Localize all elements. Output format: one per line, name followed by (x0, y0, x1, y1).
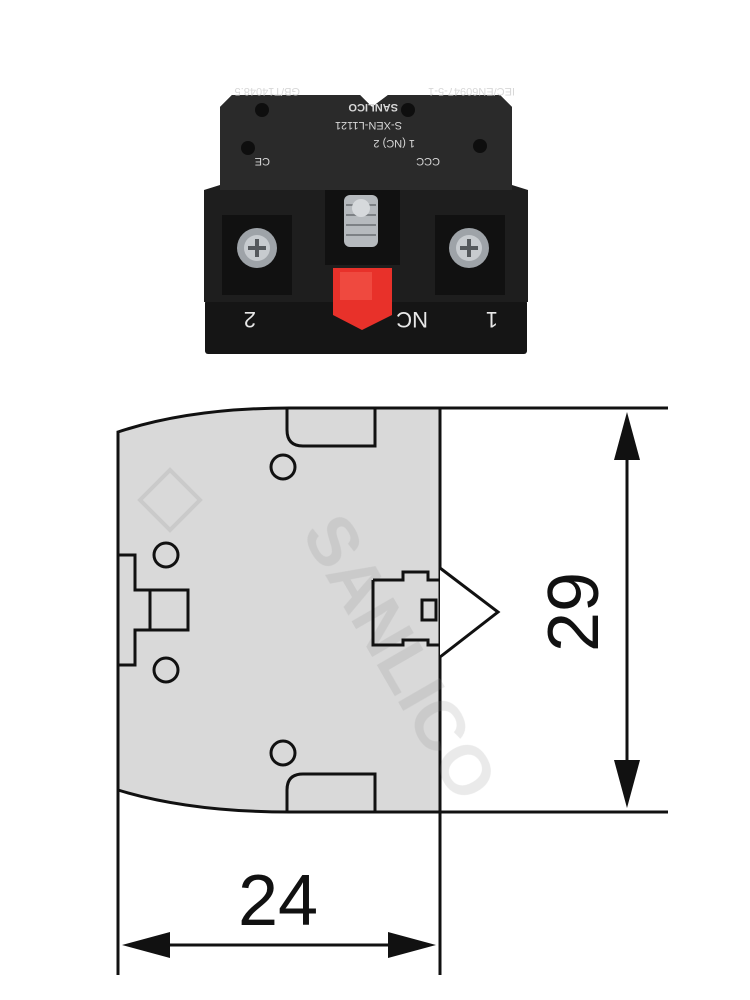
bottom-notch (285, 772, 377, 812)
printed-standard-right: IEC/EN60947-5-1 (428, 85, 515, 97)
product-photo: CCC CE 1 (NC) 2 S-XEN-L1121 SANLICO IEC/… (204, 85, 528, 354)
height-dimension-label: 29 (534, 572, 614, 652)
terminal-label-2: 2 (244, 307, 256, 332)
mount-hole-icon (473, 139, 487, 153)
arrow-down-icon (614, 760, 640, 808)
mount-hole-icon (255, 103, 269, 117)
plunger-triangle (439, 566, 501, 659)
mount-hole-icon (401, 103, 415, 117)
arrow-right-icon (388, 932, 436, 958)
printed-contact-label: 1 (NC) 2 (373, 137, 415, 149)
hole-icon (269, 453, 297, 481)
screw-icon (237, 228, 277, 268)
screw-icon (344, 195, 378, 247)
plunger-slot (371, 580, 440, 647)
dimension-drawing: SANLICO 29 24 (116, 406, 668, 975)
width-dimension-label: 24 (238, 861, 318, 941)
printed-ce-mark: CE (255, 155, 270, 167)
printed-ccc-mark: CCC (416, 155, 440, 167)
hole-icon (269, 739, 297, 767)
printed-model: S-XEN-L1121 (335, 119, 402, 131)
left-terminal-detail (118, 553, 190, 667)
screw-icon (449, 228, 489, 268)
arrow-left-icon (122, 932, 170, 958)
mount-hole-icon (241, 141, 255, 155)
arrow-up-icon (614, 412, 640, 460)
printed-brand: SANLICO (348, 101, 398, 113)
terminal-label-nc: NC (396, 307, 428, 332)
hole-icon (152, 656, 180, 684)
top-notch (285, 408, 377, 448)
printed-standard-left: GB/T14048.5 (235, 85, 300, 97)
terminal-label-1: 1 (486, 307, 498, 332)
hole-icon (152, 541, 180, 569)
